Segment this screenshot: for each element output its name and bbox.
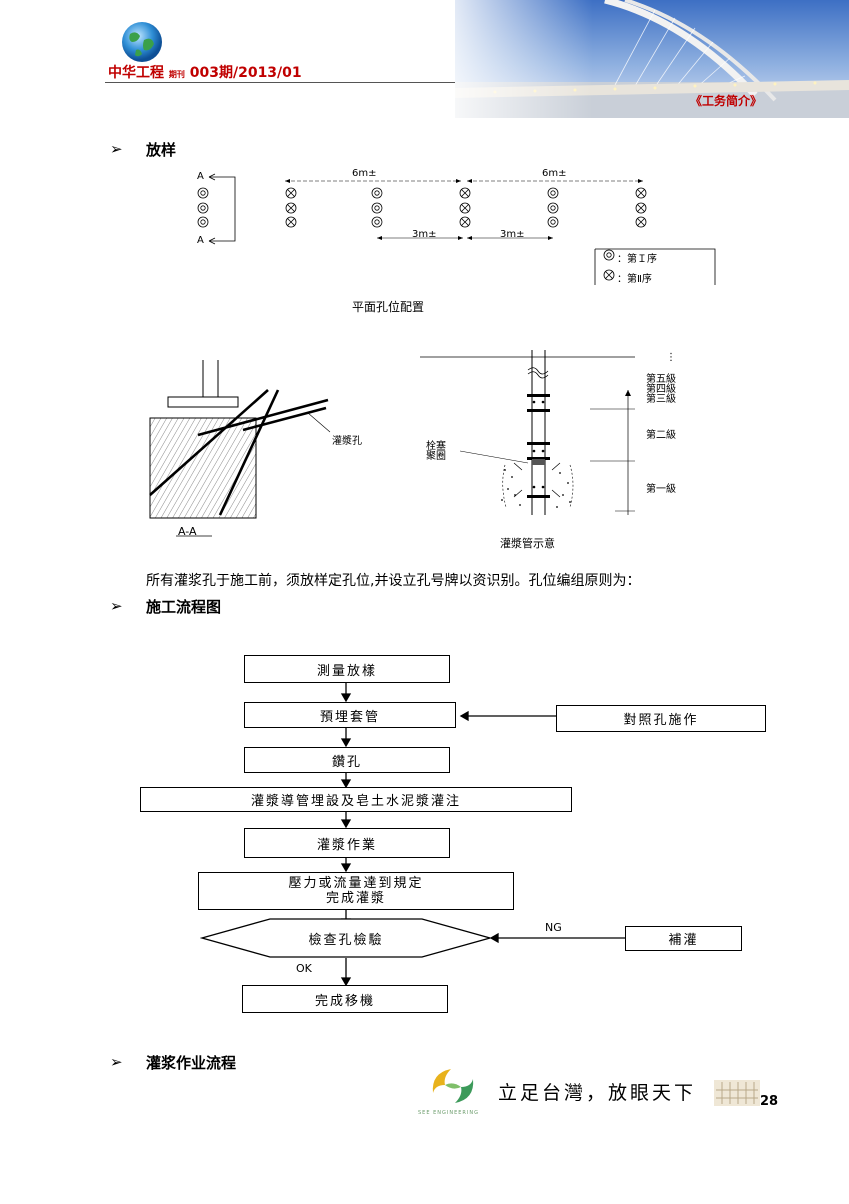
arrow-bullet-icon: ➢	[110, 1053, 123, 1071]
flow-step-drilling: 鑽孔	[244, 747, 450, 773]
grout-hole-label: 灌漿孔	[332, 432, 362, 447]
first-sequence-hole-icon	[548, 217, 558, 227]
flow-step-complete: 完成移機	[242, 985, 448, 1013]
plan-caption: 平面孔位配置	[352, 298, 424, 315]
level-3-label: 第三級	[646, 390, 676, 405]
flow-decision-inspection: 檢查孔檢驗	[200, 917, 492, 959]
section-mark-top: A	[197, 171, 204, 182]
issue-label: 期刊	[169, 70, 185, 79]
dimension-3m-right: 3m±	[500, 229, 524, 240]
flow-step-pipe-install: 灌漿導管埋設及皂土水泥漿灌注	[140, 787, 572, 812]
section-label: 《工务简介》	[690, 92, 762, 109]
journal-title: 中华工程 期刊 003期/2013/01	[108, 62, 302, 82]
level-dots: ⋮	[666, 352, 676, 363]
packer-label-2: 聚圈	[426, 447, 446, 462]
pressure-check-line2: 完成灌漿	[326, 891, 386, 906]
second-sequence-hole-icon	[636, 217, 646, 227]
pressure-check-line1: 壓力或流量達到規定	[288, 876, 423, 891]
first-sequence-hole-icon	[372, 203, 382, 213]
header-rule	[105, 82, 475, 83]
first-sequence-hole-icon	[372, 217, 382, 227]
first-sequence-hole-icon	[548, 188, 558, 198]
flow-ok-label: OK	[296, 962, 312, 975]
legend-first-sequence: ：第Ｉ序	[617, 250, 657, 265]
first-sequence-hole-icon	[198, 217, 208, 227]
flow-step-casing: 預埋套管	[244, 702, 456, 728]
footer-building-image	[712, 1074, 762, 1108]
second-sequence-hole-icon	[460, 217, 470, 227]
dimension-6m-right: 6m±	[542, 168, 566, 179]
flow-ng-label: NG	[545, 921, 562, 934]
section-title-layout: 放样	[146, 139, 176, 160]
footer-slogan: 立足台灣，放眼天下	[498, 1078, 696, 1105]
section-aa-caption: A-A	[178, 525, 197, 538]
body-paragraph: 所有灌浆孔于施工前，须放样定孔位,并设立孔号牌以资识别。孔位编组原则为：	[146, 570, 640, 590]
second-sequence-hole-icon	[636, 188, 646, 198]
flow-step-regrout: 補灌	[625, 926, 742, 951]
flow-side-reference-hole: 對照孔施作	[556, 705, 766, 732]
globe-logo	[120, 20, 164, 64]
pipe-caption: 灌漿管示意	[500, 535, 555, 551]
section-mark-bottom: A	[197, 235, 204, 246]
dimension-6m-left: 6m±	[352, 168, 376, 179]
header-banner-image	[455, 0, 849, 118]
section-title-grouting: 灌浆作业流程	[146, 1052, 236, 1073]
grout-pipe-figure	[420, 345, 680, 520]
section-title-workflow: 施工流程图	[146, 596, 221, 617]
first-sequence-hole-icon	[372, 188, 382, 198]
second-sequence-hole-icon	[636, 203, 646, 213]
flow-step-grouting: 灌漿作業	[244, 828, 450, 858]
dimension-3m-left: 3m±	[412, 229, 436, 240]
company-logo	[425, 1063, 481, 1111]
decision-label: 檢查孔檢驗	[200, 929, 492, 948]
issue-number: 003期/2013/01	[190, 65, 302, 81]
legend-second-sequence: ：第Ⅱ序	[617, 270, 652, 285]
second-sequence-hole-icon	[460, 203, 470, 213]
first-sequence-hole-icon	[548, 203, 558, 213]
second-sequence-hole-icon	[460, 188, 470, 198]
first-sequence-hole-icon	[198, 188, 208, 198]
plan-figure	[185, 165, 725, 315]
arrow-bullet-icon: ➢	[110, 597, 123, 615]
page-number: 28	[760, 1094, 778, 1109]
arrow-bullet-icon: ➢	[110, 140, 123, 158]
second-sequence-hole-icon	[286, 188, 296, 198]
level-2-label: 第二級	[646, 426, 676, 441]
flow-step-pressure-check: 壓力或流量達到規定 完成灌漿	[198, 872, 514, 910]
second-sequence-hole-icon	[286, 203, 296, 213]
logo-caption: SEE ENGINEERING	[418, 1110, 479, 1116]
second-sequence-hole-icon	[286, 217, 296, 227]
section-aa-figure	[148, 350, 388, 550]
flow-step-survey: 測量放樣	[244, 655, 450, 683]
level-1-label: 第一級	[646, 480, 676, 495]
first-sequence-hole-icon	[198, 203, 208, 213]
